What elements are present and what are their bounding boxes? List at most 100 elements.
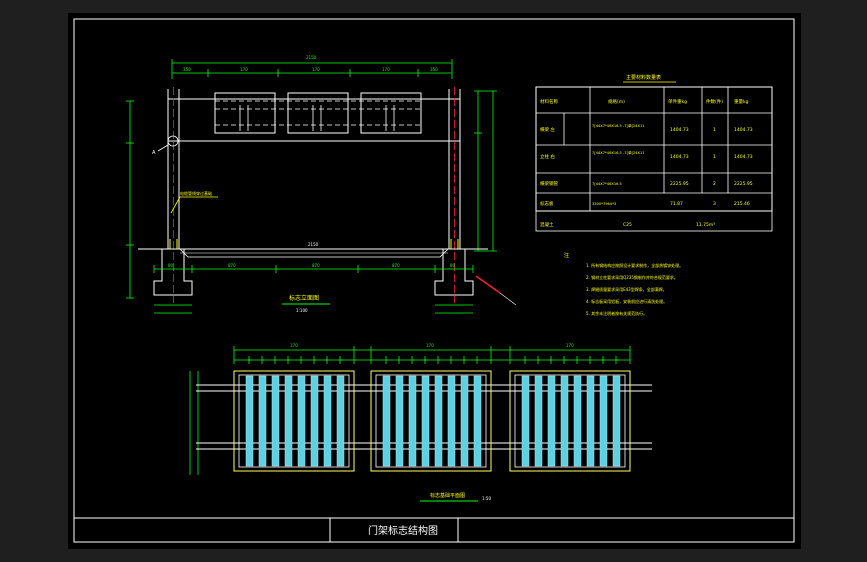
rebar-strip bbox=[336, 375, 345, 467]
rebar-strip bbox=[612, 375, 621, 467]
detail-label: A bbox=[152, 150, 156, 156]
note-item: 3. 焊缝质量要求采用E43型焊条，全部满焊。 bbox=[586, 286, 667, 292]
table-cell: 混凝土 bbox=[540, 221, 554, 228]
bottom-dim: 870 bbox=[392, 263, 400, 268]
rebar-strip bbox=[284, 375, 293, 467]
cable-note: 电缆管线穿过基础 bbox=[180, 190, 212, 196]
elevation-view: 2150 350 170 170 170 350 bbox=[126, 55, 517, 314]
table-cell: 215.46 bbox=[734, 201, 750, 207]
table-cell: 2225.95 bbox=[734, 181, 753, 187]
note-item: 5. 其余未注明者按有关规范执行。 bbox=[586, 310, 647, 316]
table-cell: 立柱 右 bbox=[540, 153, 555, 160]
plan-dim: 170 bbox=[426, 343, 434, 348]
foundation-panel-inner bbox=[514, 374, 626, 468]
rebar-strip bbox=[421, 375, 430, 467]
callout-arrow bbox=[475, 275, 501, 294]
table-header: 规格(m) bbox=[608, 98, 625, 105]
material-table: 主要材料数量表 材料名称 规格(m) 单件重kg 件数(件) bbox=[535, 74, 773, 232]
drawing-sheet: 门架标志结构图 2150 350 170 170 170 bbox=[68, 13, 801, 549]
table-cell: 7[44X7*46X16.5 -7[单[24X11 bbox=[592, 150, 645, 155]
drawing-title: 门架标志结构图 bbox=[368, 524, 438, 537]
notes: 注 1. 所有钢结构应按照设计要求制作，全部热镀锌处理。 2. 钢材立柱要求采用… bbox=[564, 252, 683, 316]
table-header: 材料名称 bbox=[540, 98, 558, 105]
table-cell: 横梁 左 bbox=[540, 126, 555, 133]
foundation-panel bbox=[233, 370, 355, 472]
note-item: 2. 钢材立柱要求采用Q235钢制作并符合规范要求。 bbox=[586, 274, 678, 280]
rebar-strip bbox=[586, 375, 595, 467]
table-cell: 1404.73 bbox=[670, 154, 689, 160]
elevation-caption: 标志立面图 bbox=[289, 294, 319, 302]
plan-dim: 170 bbox=[290, 343, 298, 348]
rebar-strip bbox=[434, 375, 443, 467]
plan-caption: 标志基础平面图 bbox=[430, 492, 465, 499]
table-cell: 3 bbox=[713, 201, 716, 207]
table-cell: 1404.73 bbox=[670, 127, 689, 133]
sheet-border bbox=[73, 18, 795, 543]
note-item: 4. 标志板采用铝板，安装前应进行清洗处理。 bbox=[586, 298, 667, 304]
table-header: 单件重kg bbox=[668, 98, 687, 105]
table-header: 件数(件) bbox=[706, 98, 723, 105]
rebar-strip bbox=[460, 375, 469, 467]
rebar-strip bbox=[310, 375, 319, 467]
foundations bbox=[153, 249, 474, 296]
sign-panels bbox=[214, 92, 422, 134]
rebar-strip bbox=[560, 375, 569, 467]
road-surface bbox=[179, 248, 449, 258]
table-cell: 1 bbox=[713, 127, 716, 133]
panel-dim: 170 bbox=[382, 67, 390, 72]
rebar-strip bbox=[297, 375, 306, 467]
plan-dim: 170 bbox=[566, 343, 574, 348]
table-cell: 2 bbox=[713, 181, 716, 187]
table-cell: 11.75m³ bbox=[696, 222, 715, 228]
overall-dim: 2150 bbox=[306, 55, 317, 60]
table-cell: 1404.73 bbox=[734, 154, 753, 160]
table-cell: 1 bbox=[713, 154, 716, 160]
rebar-strip bbox=[447, 375, 456, 467]
foundation-panel-inner bbox=[238, 374, 350, 468]
rebar-strip bbox=[382, 375, 391, 467]
foundation-panel bbox=[370, 370, 492, 472]
bottom-dim: 870 bbox=[228, 263, 236, 268]
table-cell: 2225.95 bbox=[670, 181, 689, 187]
rebar-strip bbox=[258, 375, 267, 467]
right-column bbox=[448, 87, 461, 303]
bottom-dim: 80 bbox=[168, 263, 174, 268]
panel-dim: 350 bbox=[430, 67, 438, 72]
rebar-strip bbox=[573, 375, 582, 467]
foundation-panel-inner bbox=[375, 374, 487, 468]
foundation-panel bbox=[509, 370, 631, 472]
elevation-scale: 1:100 bbox=[296, 308, 308, 313]
table-cell: 1404.73 bbox=[734, 127, 753, 133]
left-column bbox=[167, 87, 180, 303]
table-cell: 7[44X7*46X16.5 bbox=[592, 182, 622, 186]
panel-dim: 170 bbox=[240, 67, 248, 72]
note-item: 1. 所有钢结构应按照设计要求制作，全部热镀锌处理。 bbox=[586, 262, 683, 268]
table-header: 重量kg bbox=[734, 98, 749, 105]
table-title: 主要材料数量表 bbox=[626, 74, 661, 81]
table-cell: 标志板 bbox=[540, 200, 554, 207]
plan-scale: 1:50 bbox=[482, 496, 491, 501]
panel-dim: 170 bbox=[312, 67, 320, 72]
rebar-strip bbox=[534, 375, 543, 467]
table-cell: C25 bbox=[623, 222, 632, 228]
bottom-dim: 80 bbox=[450, 263, 456, 268]
rebar-strip bbox=[323, 375, 332, 467]
rebar-strip bbox=[245, 375, 254, 467]
rebar-strip bbox=[547, 375, 556, 467]
rebar-strip bbox=[521, 375, 530, 467]
detail-marker[interactable] bbox=[167, 135, 179, 147]
drawing-canvas: 门架标志结构图 2150 350 170 170 170 bbox=[73, 18, 795, 543]
rebar-strip bbox=[408, 375, 417, 467]
panel-dim: 350 bbox=[183, 67, 191, 72]
table-cell: 7[44X7*46X16.5 -7[单[24X11 bbox=[592, 123, 645, 128]
rebar-strip bbox=[395, 375, 404, 467]
rebar-strip bbox=[473, 375, 482, 467]
ground-dim: 2150 bbox=[308, 242, 319, 247]
table-cell: 71.87 bbox=[670, 201, 683, 207]
notes-heading: 注 bbox=[564, 252, 569, 259]
rebar-strip bbox=[599, 375, 608, 467]
foundation-plan: 170 170 170 标志基础平面图 1:50 bbox=[189, 343, 652, 502]
rebar-strip bbox=[271, 375, 280, 467]
bottom-dim: 870 bbox=[312, 263, 320, 268]
